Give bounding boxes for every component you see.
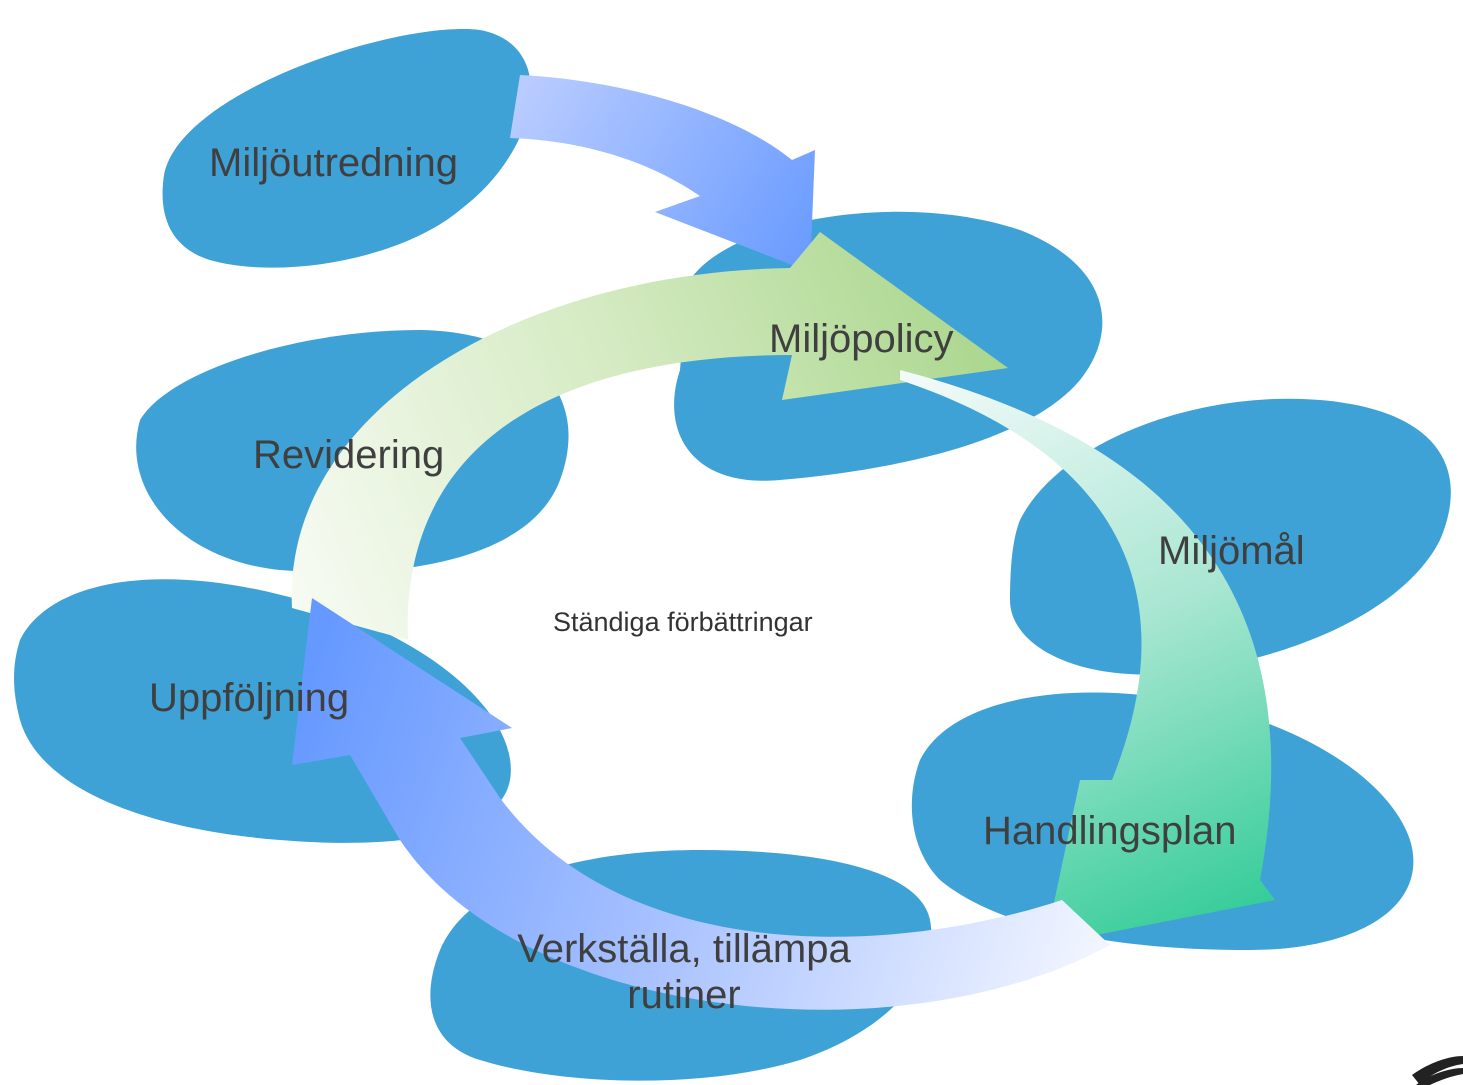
- arrow-handlingsplan-to-uppfoljning: [292, 598, 1110, 1010]
- label-revidering: Revidering: [253, 433, 445, 477]
- label-verkstalla-line2: rutiner: [627, 973, 741, 1017]
- arrow-utredning-to-policy: [510, 75, 815, 272]
- label-miljopolicy: Miljöpolicy: [769, 317, 954, 361]
- label-handlingsplan: Handlingsplan: [983, 809, 1237, 853]
- label-uppfoljning: Uppföljning: [149, 676, 350, 720]
- center-label: Ständiga förbättringar: [553, 607, 813, 637]
- label-verkstalla-line1: Verkställa, tillämpa: [517, 927, 851, 971]
- arrow-policy-to-handlingsplan: [900, 370, 1275, 945]
- blob-miljoutredning: [162, 29, 531, 268]
- label-verkstalla: Verkställa, tillämpa rutiner: [484, 926, 884, 1018]
- label-miljomal: Miljömål: [1158, 529, 1305, 573]
- arrow-revidering-to-policy: [291, 232, 1008, 640]
- logo-mark: [1412, 1056, 1463, 1085]
- label-miljoutredning: Miljöutredning: [209, 141, 459, 185]
